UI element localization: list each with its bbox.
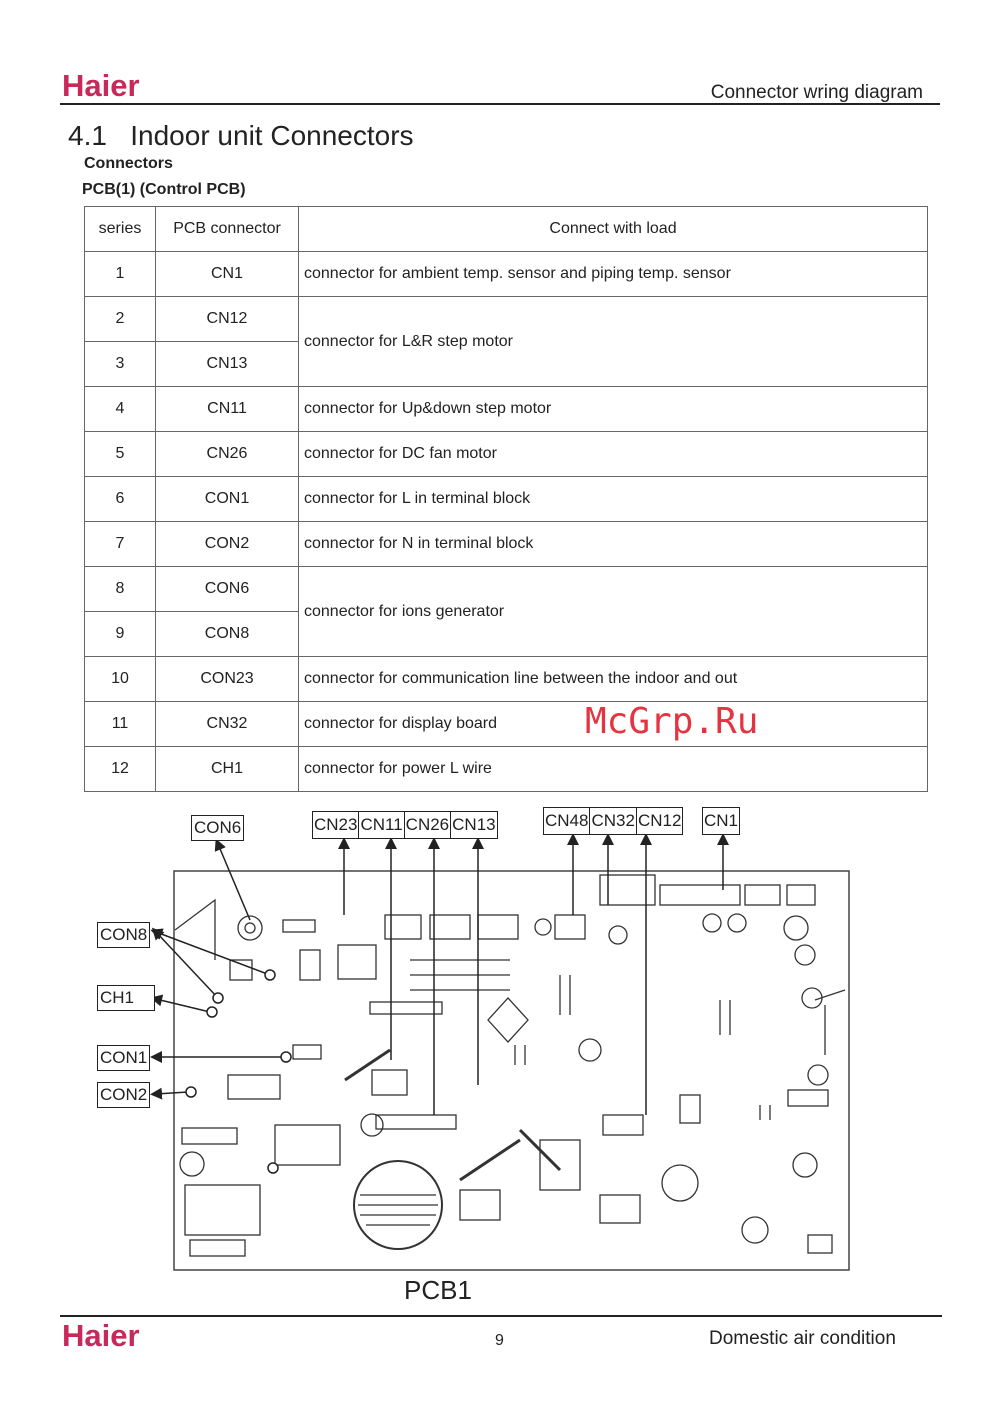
- page-number: 9: [495, 1332, 504, 1349]
- series-cell: 7: [84, 521, 156, 567]
- load-cell: connector for L in terminal block: [298, 476, 928, 522]
- label-cn13: CN13: [452, 815, 496, 834]
- series-cell: 1: [84, 251, 156, 297]
- series-cell: 4: [84, 386, 156, 432]
- label-cn23: CN23: [313, 812, 360, 838]
- connector-cell: CH1: [155, 746, 299, 792]
- connector-arrows: [150, 833, 729, 1115]
- series-cell: 10: [84, 656, 156, 702]
- pcb-diagram: [150, 833, 850, 1271]
- series-cell: 8: [84, 566, 156, 612]
- footer-divider: [60, 1315, 942, 1317]
- series-cell: 3: [84, 341, 156, 387]
- pcb-components: [174, 874, 846, 1257]
- label-cn11: CN11: [359, 812, 405, 838]
- label-con6: CON6: [191, 815, 245, 841]
- header-title: Connector wring diagram: [710, 82, 923, 103]
- load-cell: connector for display board: [298, 701, 928, 747]
- column-header: series: [84, 206, 156, 252]
- label-group-cn48-cn12: CN48 CN32 CN12: [543, 807, 684, 835]
- load-cell: connector for L&R step motor: [298, 296, 928, 387]
- section-title: 4.1 Indoor unit Connectors: [68, 120, 414, 151]
- label-cn48: CN48: [544, 808, 591, 834]
- series-cell: 6: [84, 476, 156, 522]
- label-cn32: CN32: [590, 808, 637, 834]
- connector-cell: CN32: [155, 701, 299, 747]
- load-cell: connector for DC fan motor: [298, 431, 928, 477]
- series-cell: 9: [84, 611, 156, 657]
- series-cell: 11: [84, 701, 156, 747]
- brand-logo: Haier: [62, 68, 140, 103]
- connector-cell: CON2: [155, 521, 299, 567]
- connector-cell: CON1: [155, 476, 299, 522]
- header-divider: [60, 103, 940, 105]
- connector-cell: CN12: [155, 296, 299, 342]
- column-header: PCB connector: [155, 206, 299, 252]
- connector-cell: CON23: [155, 656, 299, 702]
- load-cell: connector for power L wire: [298, 746, 928, 792]
- load-cell: connector for ambient temp. sensor and p…: [298, 251, 928, 297]
- label-cn1: CN1: [702, 807, 741, 835]
- label-ch1: CH1: [97, 985, 155, 1011]
- column-header: Connect with load: [298, 206, 928, 252]
- section-subtitle: Connectors: [84, 155, 173, 172]
- load-cell: connector for Up&down step motor: [298, 386, 928, 432]
- pcb-title: PCB(1) (Control PCB): [82, 181, 246, 198]
- series-cell: 2: [84, 296, 156, 342]
- connector-cell: CN26: [155, 431, 299, 477]
- load-cell: connector for communication line between…: [298, 656, 928, 702]
- connector-cell: CN11: [155, 386, 299, 432]
- series-cell: 5: [84, 431, 156, 477]
- watermark: McGrp.Ru: [585, 701, 759, 742]
- pcb-caption: PCB1: [404, 1275, 472, 1305]
- connector-cell: CON6: [155, 566, 299, 612]
- series-cell: 12: [84, 746, 156, 792]
- footer-logo: Haier: [62, 1318, 140, 1353]
- connector-cell: CON8: [155, 611, 299, 657]
- footer-text: Domestic air condition: [709, 1328, 896, 1349]
- pcb-board-outline: [173, 870, 850, 1271]
- label-cn12: CN12: [637, 811, 682, 830]
- label-con1: CON1: [97, 1045, 151, 1071]
- connector-cell: CN13: [155, 341, 299, 387]
- label-cn26: CN26: [405, 812, 452, 838]
- connector-cell: CN1: [155, 251, 299, 297]
- load-cell: connector for ions generator: [298, 566, 928, 657]
- label-con8: CON8: [97, 922, 151, 948]
- label-con2: CON2: [97, 1082, 151, 1108]
- load-cell: connector for N in terminal block: [298, 521, 928, 567]
- label-group-cn23-cn13: CN23 CN11 CN26 CN13: [312, 811, 498, 839]
- label-cn1-text: CN1: [704, 811, 739, 830]
